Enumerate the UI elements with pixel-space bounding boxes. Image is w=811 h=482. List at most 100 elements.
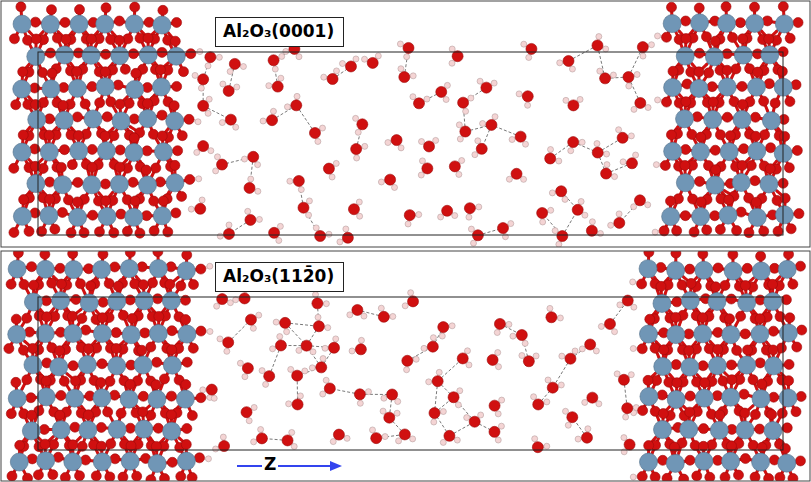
atom	[66, 228, 76, 238]
atom	[194, 149, 200, 155]
atom	[177, 191, 187, 201]
atom	[57, 207, 67, 217]
atom	[722, 112, 732, 122]
atom	[506, 176, 512, 182]
atom	[419, 139, 425, 145]
atom	[497, 223, 508, 234]
atom	[226, 222, 232, 228]
atom	[217, 233, 223, 239]
atom	[737, 81, 747, 91]
atom	[229, 58, 240, 69]
atom	[597, 230, 603, 236]
atom	[645, 105, 651, 111]
atom	[666, 196, 676, 206]
atom	[55, 111, 73, 129]
atom	[464, 203, 475, 214]
atom	[732, 226, 742, 236]
atom	[526, 54, 532, 60]
atom	[681, 144, 691, 154]
atom	[139, 110, 157, 128]
atom	[404, 210, 415, 221]
atom	[30, 100, 40, 110]
atom	[449, 60, 455, 66]
atom	[45, 177, 55, 187]
atom	[284, 104, 290, 110]
atom	[746, 161, 756, 171]
atom	[562, 196, 568, 202]
atom	[578, 198, 584, 204]
atom	[277, 223, 283, 229]
atom	[753, 67, 763, 77]
atom	[157, 110, 167, 120]
atom	[765, 164, 775, 174]
atom	[219, 120, 225, 126]
atom	[115, 162, 125, 172]
atom	[694, 48, 704, 58]
atom	[279, 53, 285, 59]
atom	[198, 100, 209, 111]
atom	[760, 130, 770, 140]
atom	[278, 75, 284, 81]
atom	[749, 2, 759, 12]
atom	[568, 148, 574, 154]
atom	[129, 133, 139, 143]
atom	[291, 100, 302, 111]
atom	[764, 79, 774, 89]
atom	[86, 34, 96, 44]
atom	[342, 232, 353, 243]
atom	[452, 213, 458, 219]
atom	[233, 124, 239, 130]
atom	[54, 176, 72, 194]
atom	[270, 108, 276, 114]
atom	[792, 145, 802, 155]
atom	[356, 199, 362, 205]
atom	[343, 226, 349, 232]
atom	[680, 160, 690, 170]
atom	[626, 83, 632, 89]
atom	[269, 227, 280, 238]
atom	[87, 162, 97, 172]
atom	[695, 176, 705, 186]
atom	[392, 184, 398, 190]
atom	[73, 131, 83, 141]
atom	[608, 222, 614, 228]
atom	[56, 46, 74, 64]
atom	[151, 163, 161, 173]
atom	[13, 143, 31, 161]
atom	[96, 15, 114, 33]
atom	[260, 118, 266, 124]
atom	[601, 168, 612, 179]
atom	[70, 15, 88, 33]
atom	[398, 66, 404, 72]
atom	[19, 195, 29, 205]
atom	[199, 197, 205, 203]
atom	[623, 72, 634, 83]
atom	[334, 68, 340, 74]
atom	[16, 2, 26, 12]
atom	[568, 100, 579, 111]
atom	[73, 177, 83, 187]
atom	[72, 112, 82, 122]
atom	[592, 40, 603, 51]
atom	[88, 210, 98, 220]
atom	[522, 91, 533, 102]
atom	[255, 188, 261, 194]
atom	[24, 226, 34, 236]
atom	[115, 145, 125, 155]
atom	[721, 2, 731, 12]
atom	[537, 208, 548, 219]
atom	[600, 73, 611, 84]
atom	[333, 160, 339, 166]
atom	[766, 143, 776, 153]
atom	[548, 207, 554, 213]
atom	[329, 174, 335, 180]
atom	[298, 202, 309, 213]
atom	[696, 197, 706, 207]
atom	[142, 211, 152, 221]
atom	[172, 17, 182, 27]
atom	[604, 151, 610, 157]
atom	[135, 228, 145, 238]
atom	[793, 18, 803, 28]
atom	[778, 1, 788, 11]
atom	[206, 96, 212, 102]
